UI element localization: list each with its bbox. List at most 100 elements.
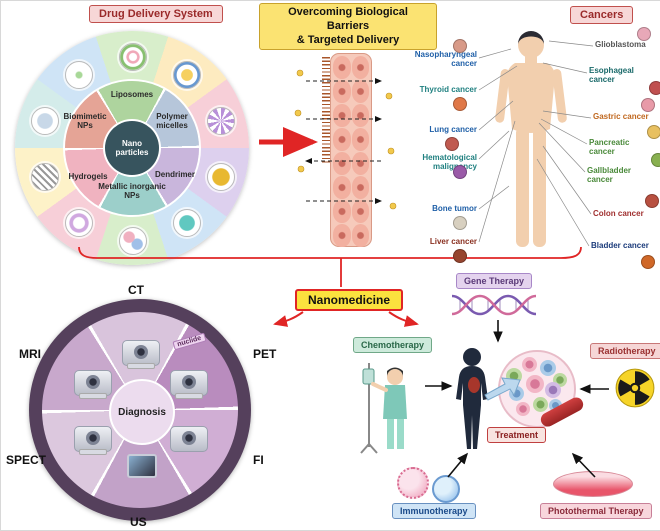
label-us: US bbox=[130, 515, 147, 529]
epithelial-cell bbox=[351, 104, 369, 127]
nanoparticles-hub: Nano particles bbox=[105, 121, 159, 175]
exosome-icon bbox=[65, 209, 93, 237]
dendrimer-icon bbox=[207, 107, 235, 135]
brain-icon bbox=[637, 27, 651, 41]
nanotube-icon bbox=[31, 163, 59, 191]
gene-therapy-box: Gene Therapy bbox=[456, 273, 533, 289]
tumor-cell bbox=[509, 386, 524, 401]
photothermal-pad-icon bbox=[553, 471, 633, 497]
tumor-cell bbox=[540, 360, 556, 376]
diagnosis-wheel: Diagnosis bbox=[29, 299, 251, 521]
segment-hydrogels: Hydrogels bbox=[68, 172, 108, 181]
hub-line2: particles bbox=[115, 148, 149, 157]
hydrogel-nanoparticle-icon bbox=[65, 61, 93, 89]
stomach-icon bbox=[641, 98, 655, 112]
colon-icon bbox=[645, 194, 659, 208]
photothermal-therapy-box: Photothermal Therapy bbox=[540, 503, 652, 519]
chemotherapy-box: Chemotherapy bbox=[353, 337, 433, 353]
label-esophageal-cancer: Esophageal cancer bbox=[589, 66, 634, 84]
mri-scanner-icon bbox=[74, 370, 112, 399]
esophagus-icon bbox=[649, 81, 660, 95]
label-pet: PET bbox=[253, 347, 277, 361]
ultrasound-machine-icon bbox=[127, 454, 157, 478]
bone-icon bbox=[453, 216, 467, 230]
label-lung-cancer: Lung cancer bbox=[429, 125, 477, 134]
immune-cell-pink-icon bbox=[397, 467, 429, 499]
immune-cell-blue-icon bbox=[432, 475, 460, 503]
drug-delivery-wheel: Liposomes Polymer micelles Dendrimer Met… bbox=[15, 31, 249, 265]
label-bladder-cancer: Bladder cancer bbox=[591, 241, 649, 250]
gold-nanoparticle-icon bbox=[207, 163, 235, 191]
nanomedicine-label: Nanomedicine bbox=[295, 289, 404, 311]
cilia-brush-border bbox=[322, 57, 330, 165]
barriers-title-line2: & Targeted Delivery bbox=[296, 33, 400, 46]
label-bone-tumor: Bone tumor bbox=[432, 204, 477, 213]
segment-dendrimer: Dendrimer bbox=[154, 170, 195, 179]
epithelial-cell bbox=[351, 56, 369, 79]
quantum-dot-icon bbox=[173, 209, 201, 237]
epithelial-cell bbox=[333, 200, 351, 223]
label-mri: MRI bbox=[19, 347, 41, 361]
tumor-cell bbox=[545, 382, 561, 398]
epithelial-cell bbox=[351, 176, 369, 199]
segment-biomimetic-nps: Biomimetic NPs bbox=[63, 112, 107, 130]
hub-line1: Nano bbox=[122, 138, 142, 148]
dna-helix-icon bbox=[451, 294, 537, 316]
blood-cell-icon bbox=[453, 165, 467, 179]
label-thyroid-cancer: Thyroid cancer bbox=[419, 85, 477, 94]
polymer-nanoparticle-icon bbox=[119, 227, 147, 255]
label-ct: CT bbox=[128, 283, 144, 297]
radiotherapy-box: Radiotherapy bbox=[590, 343, 660, 359]
epithelial-cell bbox=[351, 200, 369, 223]
liver-icon bbox=[453, 249, 467, 263]
radiation-symbol-icon bbox=[615, 368, 655, 408]
label-fi: FI bbox=[253, 453, 264, 467]
lung-icon bbox=[445, 137, 459, 151]
epithelial-cell bbox=[351, 152, 369, 175]
silica-nanoparticle-icon bbox=[31, 107, 59, 135]
label-nasopharyngeal-cancer: Nasopharyngeal cancer bbox=[414, 50, 477, 68]
label-glioblastoma: Glioblastoma bbox=[595, 40, 646, 49]
bladder-icon bbox=[641, 255, 655, 269]
ct-scanner-icon bbox=[122, 340, 160, 369]
biological-barrier bbox=[330, 53, 372, 247]
micelle-icon bbox=[173, 61, 201, 89]
human-body-figure bbox=[495, 31, 567, 247]
diagnosis-hub: Diagnosis bbox=[109, 379, 175, 445]
label-liver-cancer: Liver cancer bbox=[429, 237, 477, 246]
pet-scanner-icon bbox=[170, 370, 208, 399]
immunotherapy-box: Immunotherapy bbox=[392, 503, 476, 519]
label-gastric-cancer: Gastric cancer bbox=[593, 112, 649, 121]
epithelial-cell bbox=[333, 80, 351, 103]
epithelial-cell bbox=[333, 104, 351, 127]
label-colon-cancer: Colon cancer bbox=[593, 209, 644, 218]
epithelial-cell bbox=[351, 128, 369, 151]
thyroid-icon bbox=[453, 97, 467, 111]
epithelial-cell bbox=[333, 56, 351, 79]
label-gallbladder-cancer: Gallbladder cancer bbox=[587, 166, 632, 184]
pancreas-icon bbox=[647, 125, 660, 139]
spect-scanner-icon bbox=[74, 426, 112, 455]
epithelial-cell bbox=[333, 128, 351, 151]
liposome-icon bbox=[119, 43, 147, 71]
epithelial-cell bbox=[351, 80, 369, 103]
label-pancreatic-cancer: Pancreatic cancer bbox=[589, 138, 630, 156]
tumor-cell bbox=[526, 375, 544, 393]
tumor-cell bbox=[522, 357, 537, 372]
segment-polymer-micelles: Polymer micelles bbox=[156, 112, 188, 130]
gallbladder-icon bbox=[651, 153, 660, 167]
epithelial-cell bbox=[333, 176, 351, 199]
epithelial-cell bbox=[333, 152, 351, 175]
tumor-cell bbox=[516, 402, 530, 416]
label-spect: SPECT bbox=[6, 453, 47, 467]
tumor-cell bbox=[533, 397, 548, 412]
cancers-title: Cancers bbox=[570, 6, 634, 24]
nasopharynx-icon bbox=[453, 39, 467, 53]
treatment-body-icon bbox=[456, 348, 488, 449]
tumor-cell bbox=[506, 368, 522, 384]
fluorescence-imager-icon bbox=[170, 426, 208, 452]
barriers-title-line1: Overcoming Biological Barriers bbox=[288, 6, 408, 32]
chemo-patient-icon bbox=[360, 363, 407, 454]
treatment-box: Treatment bbox=[487, 427, 547, 443]
